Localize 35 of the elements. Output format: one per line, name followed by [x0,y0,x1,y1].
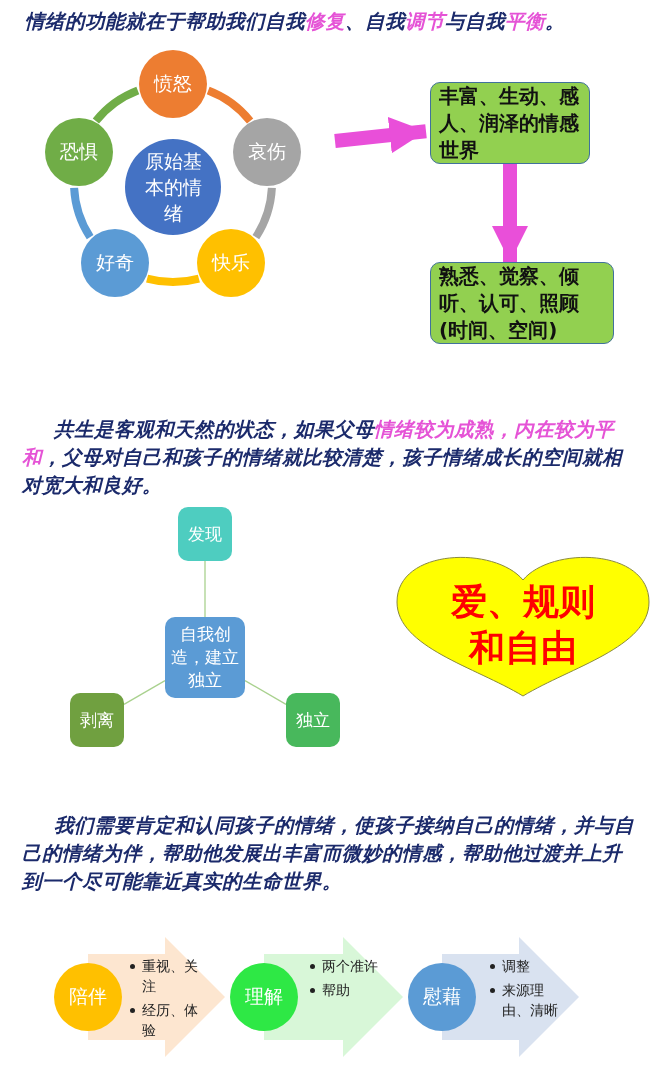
emotion-circle: 哀伤 [233,118,302,187]
paragraph: 情绪的功能就在于帮助我们自我修复、自我调节与自我平衡。 [25,9,566,35]
ring-arc [92,86,140,124]
connector-line [204,560,206,618]
connector-line [244,680,287,706]
emotion-circle: 快乐 [197,229,266,298]
heart-text: 爱、规则和自由 [450,579,596,670]
rounded-box: 独立 [286,693,340,747]
paragraph: 共生是客观和天然的状态，如果父母情绪较为成熟，内在较为平和，父母对自己和孩子的情绪就比较清楚，孩子情绪成长的空间就相对宽大和良好。 [22,417,625,499]
arrow [334,117,427,154]
rounded-box: 剥离 [70,693,124,747]
emotion-circle: 陪伴 [54,963,122,1031]
rounded-box: 自我创造，建立独立 [165,617,245,698]
emotion-circle: 好奇 [80,229,149,298]
info-box: 丰富、生动、感人、润泽的情感世界 [430,82,590,164]
rounded-box: 发现 [178,507,232,561]
bullet-item: 调整 [502,958,530,974]
emotion-circle: 愤怒 [139,50,207,118]
bullet-item: 帮助 [322,982,350,998]
bullet-item: 来源理由、清晰 [502,982,558,1018]
ring-arc [70,187,94,240]
bullet-item: 两个准许 [322,958,378,974]
connector-line [123,680,166,706]
bullet-item: 重视、关注 [142,958,198,994]
emotion-circle: 理解 [230,963,298,1031]
arrow [491,164,529,262]
bullet-item: 经历、体验 [142,1002,198,1038]
center-circle: 原始基本的情绪 [125,139,221,235]
info-box: 熟悉、觉察、倾听、认可、照顾 (时间、空间) [430,262,614,344]
paragraph: 我们需要肯定和认同孩子的情绪，使孩子接纳自己的情绪，并与自己的情绪为伴，帮助他发展出丰富而微妙的情感，帮助他过渡并上升到一个尽可能靠近真实的生命世界。 [22,813,635,895]
ring-arc [146,274,200,286]
ring-arc [252,187,276,240]
emotion-circle: 恐惧 [44,118,113,187]
emotion-circle: 慰藉 [408,963,476,1031]
ring-arc [206,86,254,124]
